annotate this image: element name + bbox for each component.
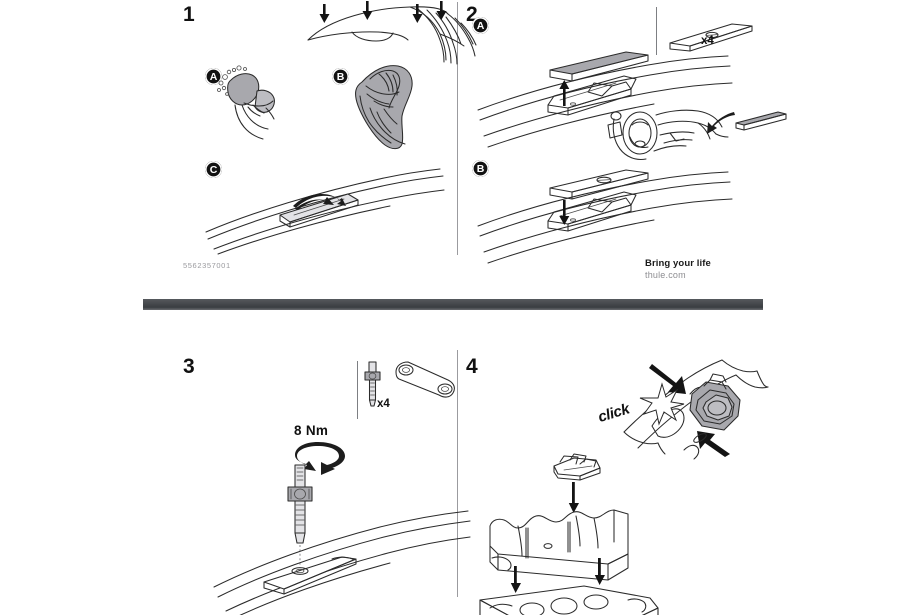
step-panel-1: 1 A — [0, 0, 477, 285]
part-number-label: 5562357001 — [183, 261, 231, 270]
substep-badge-1b: B — [332, 68, 349, 85]
substep-badge-1a: A — [205, 68, 222, 85]
clip-engagement-detail-illustration — [623, 359, 769, 460]
cover-pad-part-illustration — [669, 23, 753, 52]
roof-rail-wipe-illustration — [205, 168, 445, 255]
step-2-number: 2 — [466, 3, 478, 26]
quantity-label-step3: x4 — [377, 398, 390, 410]
bolt-and-bracket-parts-illustration — [364, 361, 455, 407]
panel-divider-bottom — [457, 350, 458, 597]
brand-url: thule.com — [645, 270, 686, 280]
hand-with-wipe-illustration — [217, 65, 275, 140]
roof-rail-pad-insert-illustration — [477, 169, 733, 264]
parts-bracket-line-3 — [357, 361, 358, 419]
roof-rail-pad-lift-illustration — [477, 51, 733, 148]
torque-label: 8 Nm — [294, 423, 329, 438]
step-panel-3: 3 x4 8 Nm — [0, 340, 471, 615]
row-separator-bar — [143, 299, 763, 310]
torque-rotation-arrow-illustration — [295, 442, 345, 475]
substep-badge-2b: B — [472, 160, 489, 177]
bracket-assembly-exploded-illustration — [479, 453, 659, 615]
brand-slogan: Bring your life — [645, 258, 711, 269]
quantity-label-step2: x4 — [701, 35, 714, 47]
bolt-into-roof-plate-illustration — [213, 464, 471, 615]
hands-folding-cloth-illustration — [355, 65, 413, 150]
substep-badge-2a: A — [472, 17, 489, 34]
car-roof-top-view-illustration — [307, 1, 477, 65]
substep-badge-1c: C — [205, 161, 222, 178]
panel-divider-top — [457, 2, 458, 255]
step-panel-4: 4 click — [458, 340, 900, 615]
parts-bracket-line-2 — [656, 7, 657, 55]
step-4-number: 4 — [466, 355, 478, 378]
step-panel-2: 2 A x4 — [458, 0, 900, 285]
step-1-number: 1 — [183, 3, 195, 26]
car-interior-dashboard-illustration — [607, 109, 787, 160]
step-3-number: 3 — [183, 355, 195, 378]
